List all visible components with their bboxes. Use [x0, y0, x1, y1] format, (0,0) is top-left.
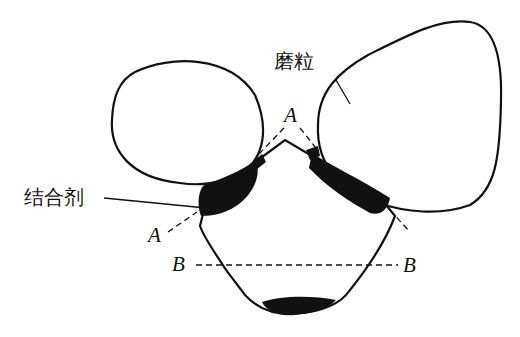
section-line	[390, 210, 410, 232]
section-line	[196, 264, 398, 265]
part-label: 磨粒	[272, 50, 316, 72]
abrasive-grain	[112, 61, 263, 184]
section-line	[259, 128, 284, 154]
abrasive-grain	[200, 140, 395, 314]
section-line	[300, 128, 316, 148]
section-letter: A	[146, 224, 163, 247]
leader-line	[336, 80, 350, 104]
section-letter: B	[401, 254, 418, 277]
section-letter: A	[282, 104, 299, 127]
bond-neck	[306, 146, 320, 160]
section-letter: B	[170, 253, 187, 276]
leader-line	[104, 198, 206, 208]
section-line	[168, 212, 197, 232]
bond-bridge	[199, 160, 258, 216]
bond-bridge	[262, 297, 336, 315]
bond-bridge	[309, 153, 390, 214]
part-label: 结合剂	[22, 186, 86, 208]
bond-neck	[250, 154, 266, 170]
